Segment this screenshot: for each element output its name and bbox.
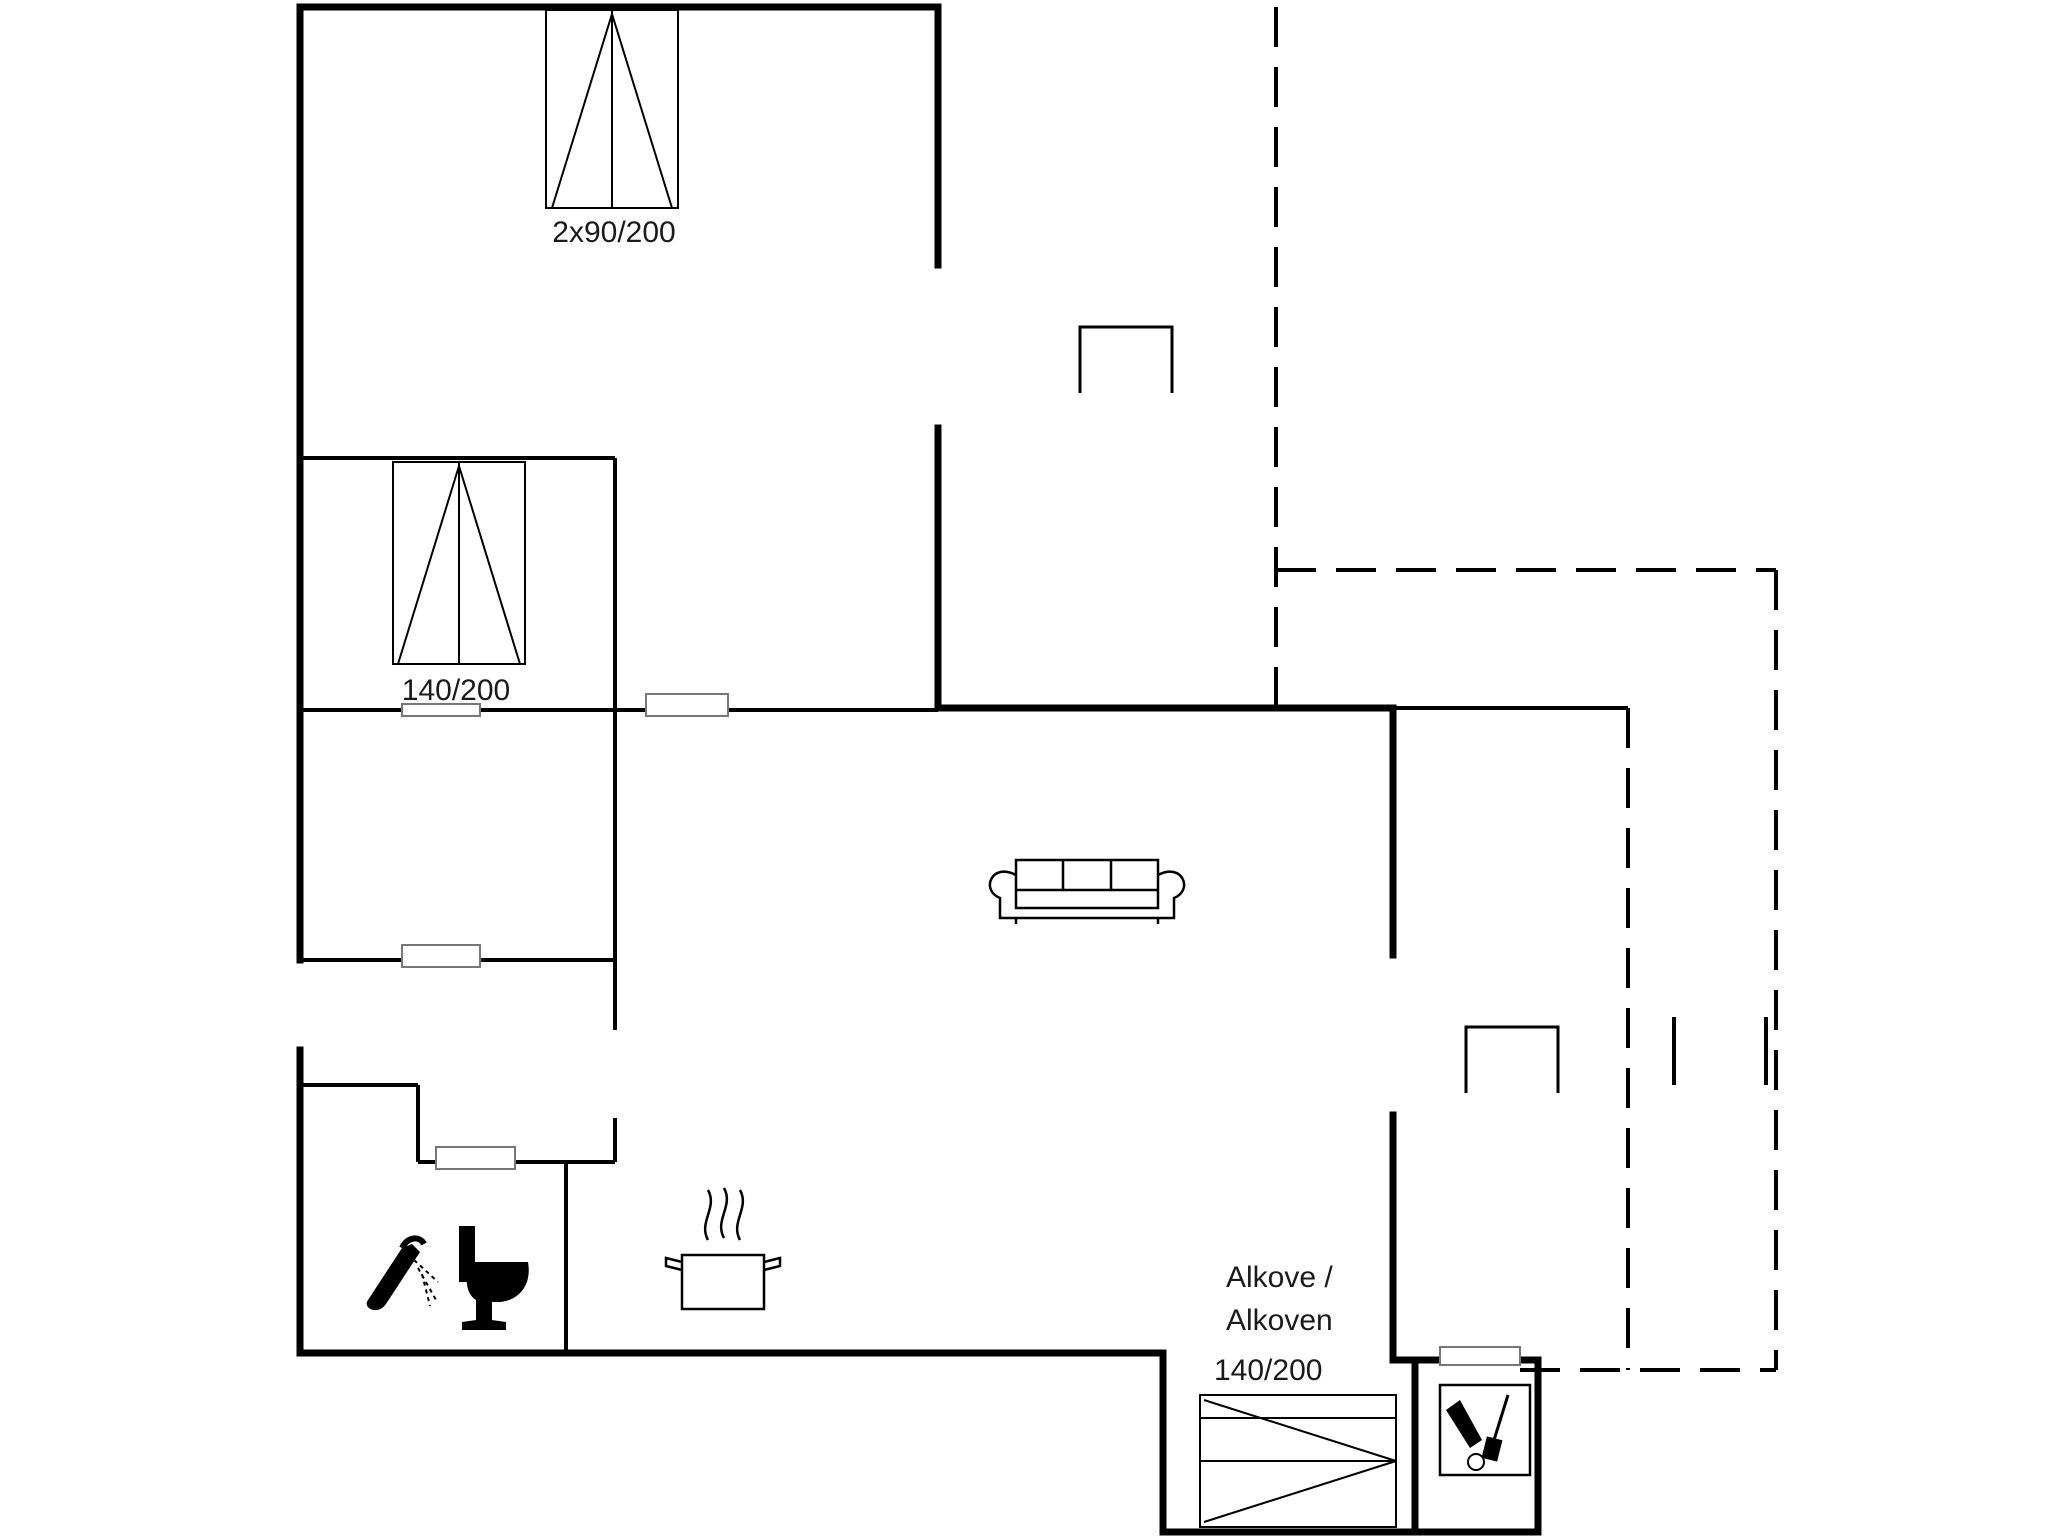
alcove-label-line2: Alkoven — [1226, 1304, 1333, 1337]
bed-label-140: 140/200 — [402, 674, 510, 707]
bed-label-2x90: 2x90/200 — [552, 216, 675, 249]
bed-icon — [545, 9, 679, 209]
door-hall — [401, 944, 481, 968]
fireplace-icon — [1464, 1025, 1560, 1093]
door-utility — [1439, 1346, 1521, 1366]
fireplace-icon — [1078, 325, 1174, 393]
cooking-pot-icon — [664, 1187, 782, 1311]
bed-icon — [392, 461, 526, 665]
door-bedroom2 — [401, 703, 481, 717]
sofa-icon — [988, 858, 1186, 924]
shower-icon — [366, 1235, 439, 1311]
alcove-bed-label: 140/200 — [1214, 1354, 1322, 1387]
dashed-outlines — [1274, 7, 1778, 1372]
toilet-icon — [459, 1226, 529, 1330]
utility-tools-icon — [1438, 1383, 1532, 1477]
terrace-posts — [1672, 1017, 1768, 1085]
door-bedroom1 — [645, 693, 729, 717]
thin-walls — [300, 456, 1628, 1353]
door-bathroom — [435, 1146, 516, 1170]
doors — [401, 693, 1521, 1366]
bed-icon — [1199, 1394, 1397, 1528]
alcove-label-line1: Alkove / — [1226, 1261, 1333, 1294]
walls — [296, 3, 1542, 1536]
